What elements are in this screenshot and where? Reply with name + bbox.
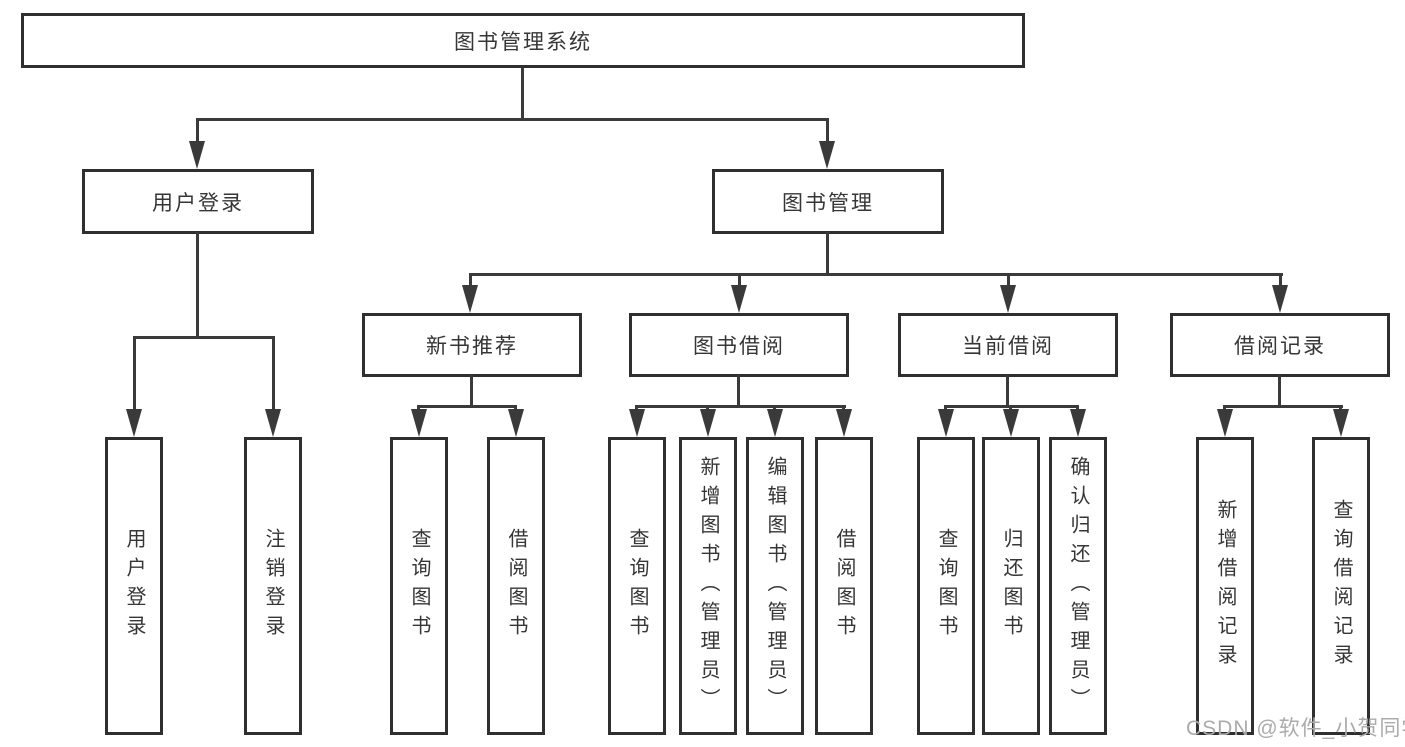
arrow-down-icon bbox=[938, 409, 954, 437]
connector-newbook-vertical bbox=[470, 375, 473, 407]
connector-records-stem-1 bbox=[1223, 405, 1226, 411]
node-book-management: 图书管理 bbox=[712, 169, 944, 234]
leaf-confirm-return-admin: 确认归还（管理员） bbox=[1049, 437, 1107, 735]
connector-records-horizontal bbox=[1223, 405, 1343, 408]
arrow-down-icon bbox=[1217, 409, 1233, 437]
node-new-book-recommendation: 新书推荐 bbox=[362, 313, 582, 377]
node-borrowing-records: 借阅记录 bbox=[1170, 313, 1390, 377]
connector-borrow-stem-4 bbox=[842, 405, 845, 411]
connector-records-stem-2 bbox=[1339, 405, 1342, 411]
arrow-down-icon bbox=[265, 409, 281, 437]
connector-bookmgmt-stem-4 bbox=[1279, 273, 1282, 287]
leaf-user-login: 用户登录 bbox=[105, 437, 163, 735]
connector-current-vertical bbox=[1006, 375, 1009, 407]
leaf-query-borrow-record: 查询借阅记录 bbox=[1312, 437, 1370, 735]
leaf-edit-books-admin: 编辑图书（管理员） bbox=[746, 437, 804, 735]
connector-current-stem-1 bbox=[944, 405, 947, 411]
connector-userlogin-vertical bbox=[196, 232, 199, 336]
connector-bookmgmt-stem-3 bbox=[1007, 273, 1010, 287]
connector-userlogin-stem-2 bbox=[272, 336, 275, 410]
leaf-add-books-admin: 新增图书（管理员） bbox=[679, 437, 737, 735]
leaf-newbook-borrow-books: 借阅图书 bbox=[487, 437, 545, 735]
connector-borrow-stem-2 bbox=[706, 405, 709, 411]
arrow-down-icon bbox=[508, 409, 524, 437]
connector-borrow-stem-1 bbox=[635, 405, 638, 411]
arrow-down-icon bbox=[411, 409, 427, 437]
leaf-return-books: 归还图书 bbox=[982, 437, 1040, 735]
node-root-library-management-system: 图书管理系统 bbox=[21, 13, 1025, 68]
connector-bookmgmt-horizontal bbox=[469, 273, 1283, 276]
arrow-down-icon bbox=[700, 409, 716, 437]
csdn-watermark: CSDN @软件_小贺同学 bbox=[1186, 717, 1405, 740]
arrow-down-icon bbox=[462, 285, 478, 313]
connector-borrow-horizontal bbox=[635, 405, 846, 408]
connector-bookmgmt-stem-1 bbox=[469, 273, 472, 287]
connector-current-stem-2 bbox=[1009, 405, 1012, 411]
connector-root-stem-right bbox=[826, 118, 829, 144]
leaf-add-borrow-record: 新增借阅记录 bbox=[1196, 437, 1254, 735]
connector-borrow-vertical bbox=[737, 375, 740, 407]
connector-userlogin-horizontal bbox=[133, 336, 275, 339]
connector-userlogin-stem-1 bbox=[133, 336, 136, 410]
connector-newbook-stem-1 bbox=[417, 405, 420, 411]
arrow-down-icon bbox=[1000, 285, 1016, 313]
node-current-borrowing: 当前借阅 bbox=[898, 313, 1118, 377]
arrow-down-icon bbox=[629, 409, 645, 437]
node-user-login: 用户登录 bbox=[82, 169, 314, 234]
node-book-borrowing: 图书借阅 bbox=[629, 313, 849, 377]
connector-newbook-horizontal bbox=[417, 405, 517, 408]
connector-root-stem-left bbox=[196, 118, 199, 144]
leaf-borrow-borrow-books: 借阅图书 bbox=[815, 437, 873, 735]
arrow-down-icon bbox=[1333, 409, 1349, 437]
arrow-down-icon bbox=[819, 141, 835, 169]
connector-records-vertical bbox=[1278, 375, 1281, 407]
arrow-down-icon bbox=[1003, 409, 1019, 437]
connector-root-vertical bbox=[521, 68, 524, 118]
arrow-down-icon bbox=[189, 141, 205, 169]
arrow-down-icon bbox=[1272, 285, 1288, 313]
arrow-down-icon bbox=[767, 409, 783, 437]
leaf-newbook-query-books: 查询图书 bbox=[390, 437, 448, 735]
arrow-down-icon bbox=[126, 409, 142, 437]
connector-newbook-stem-2 bbox=[514, 405, 517, 411]
leaf-borrow-query-books: 查询图书 bbox=[608, 437, 666, 735]
connector-root-horizontal bbox=[196, 118, 829, 121]
connector-bookmgmt-vertical bbox=[826, 232, 829, 275]
connector-bookmgmt-stem-2 bbox=[738, 273, 741, 287]
leaf-logout-login: 注销登录 bbox=[244, 437, 302, 735]
arrow-down-icon bbox=[1070, 409, 1086, 437]
arrow-down-icon bbox=[836, 409, 852, 437]
leaf-current-query-books: 查询图书 bbox=[917, 437, 975, 735]
arrow-down-icon bbox=[731, 285, 747, 313]
connector-current-stem-3 bbox=[1076, 405, 1079, 411]
connector-borrow-stem-3 bbox=[773, 405, 776, 411]
